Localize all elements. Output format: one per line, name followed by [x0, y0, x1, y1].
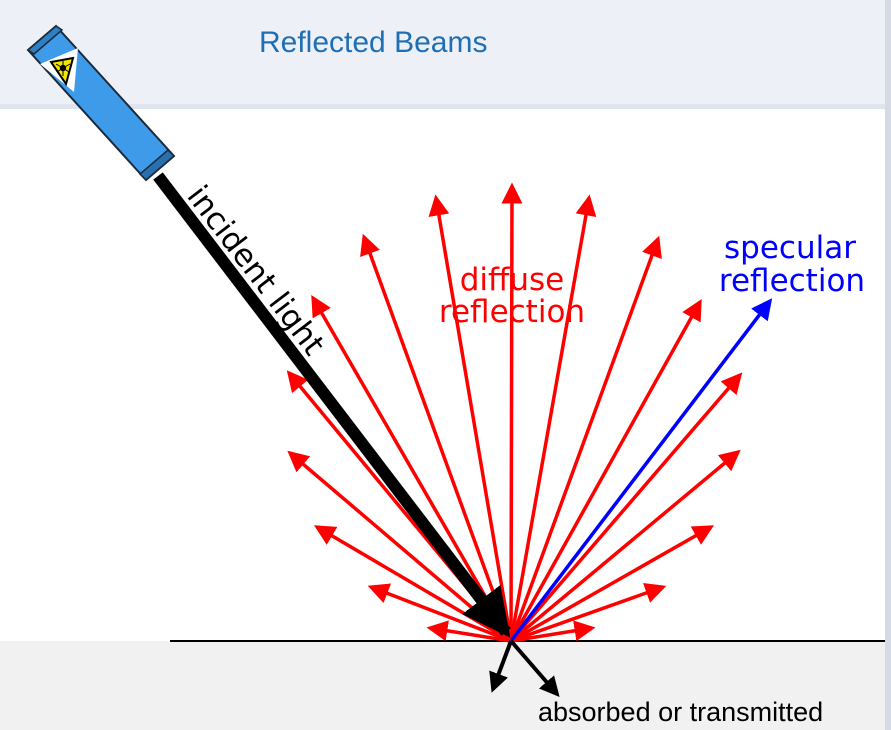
surface-ground: [0, 641, 885, 730]
laser-pointer: [26, 24, 176, 182]
header-bar: [0, 0, 885, 109]
diffuse-arrow-14: [509, 449, 741, 643]
diffuse-arrow-7: [360, 233, 513, 642]
diffuse-arrow-10: [509, 194, 597, 642]
diffuse-arrow-16: [510, 582, 667, 643]
specular-label-line1: specular: [724, 230, 856, 266]
absorbed-arrow: [489, 640, 513, 693]
diffuse-arrow-8: [428, 194, 513, 642]
laser-warning-icon: [40, 48, 78, 92]
diffuse-arrow-9: [501, 182, 523, 642]
page-title: Reflected Beams: [259, 26, 488, 59]
diffuse-label-line1: diffuse: [460, 262, 565, 298]
absorbed-transmitted-label: absorbed or transmitted: [538, 697, 824, 727]
diffuse-label-line2: reflection: [439, 294, 585, 330]
right-border: [885, 0, 891, 730]
specular-label-line2: reflection: [719, 263, 865, 299]
incident-light-label: incident light: [180, 179, 332, 362]
diffuse-arrow-3: [313, 525, 512, 643]
diffuse-arrow-12: [509, 298, 702, 642]
diffuse-arrow-17: [510, 620, 596, 643]
transmitted-arrow: [509, 639, 560, 698]
diffuse-reflection-arrows: [286, 182, 743, 643]
incident-light-beam: [153, 172, 511, 638]
diffuse-arrow-11: [509, 235, 662, 642]
diffuse-arrow-6: [311, 294, 513, 642]
diffuse-arrow-15: [510, 525, 715, 643]
specular-reflection-arrow: [509, 298, 773, 643]
diffuse-arrow-13: [509, 372, 743, 643]
